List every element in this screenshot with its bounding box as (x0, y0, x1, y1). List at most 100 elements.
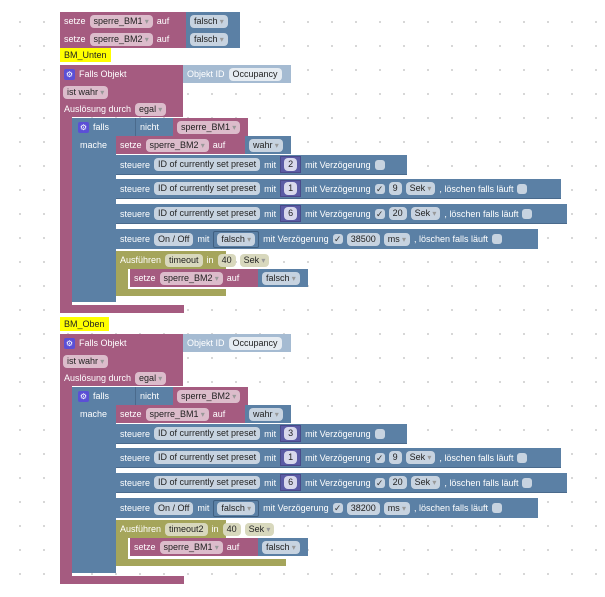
not-block[interactable]: nicht (135, 118, 173, 136)
value-block[interactable]: falsch (186, 30, 240, 48)
condition-dropdown[interactable]: ist wahr (63, 354, 109, 368)
number-block[interactable]: 6 (280, 474, 302, 491)
value-block[interactable]: falsch (258, 538, 308, 556)
target-field[interactable]: On / Off (154, 501, 194, 515)
target-field[interactable]: ID of currently set preset (154, 427, 261, 440)
timeout-name[interactable]: timeout2 (165, 522, 208, 536)
number-value[interactable]: 6 (284, 476, 298, 489)
delay-checkbox[interactable]: ✓ (374, 208, 385, 219)
target-field[interactable]: ID of currently set preset (154, 158, 261, 171)
delay-checkbox[interactable]: ✓ (374, 452, 385, 463)
set-block[interactable]: setze sperre_BM1 auf (116, 405, 245, 423)
variable-dropdown[interactable]: sperre_BM2 (89, 32, 153, 46)
number-block[interactable]: 1 (280, 449, 302, 466)
value-block[interactable]: falsch (186, 12, 240, 30)
number-value[interactable]: 1 (284, 182, 298, 195)
control-block[interactable]: steuere ID of currently set preset mit 6… (116, 204, 567, 224)
comment-label[interactable]: BM_Oben (60, 317, 109, 331)
control-block[interactable]: steuere ID of currently set preset mit 3… (116, 424, 407, 444)
control-block[interactable]: steuere On / Off mit falsch mit Verzöger… (116, 229, 538, 249)
delay-checkbox[interactable]: ✓ (332, 234, 343, 244)
number-value[interactable]: 2 (284, 158, 298, 171)
number-block[interactable]: 3 (280, 425, 302, 442)
delay-unit-dropdown[interactable]: Sek (410, 207, 441, 220)
variable-dropdown[interactable]: sperre_BM2 (177, 389, 241, 403)
set-block-sperre-bm2[interactable]: setze sperre_BM2 auf (60, 30, 186, 48)
number-block[interactable]: 6 (280, 205, 302, 222)
set-block[interactable]: setze sperre_BM1 auf (130, 538, 258, 556)
timeout-value[interactable]: 40 (217, 253, 236, 267)
object-id-value[interactable]: Occupancy (228, 67, 282, 81)
gear-icon[interactable]: ⚙ (64, 337, 75, 349)
delay-checkbox[interactable]: ✓ (332, 503, 343, 513)
clear-checkbox[interactable] (517, 452, 528, 463)
delay-value[interactable]: 38200 (346, 501, 380, 515)
target-field[interactable]: ID of currently set preset (154, 182, 261, 195)
delay-unit-dropdown[interactable]: Sek (410, 476, 441, 489)
control-block[interactable]: steuere ID of currently set preset mit 2… (116, 155, 407, 175)
boolean-dropdown[interactable]: falsch (217, 501, 256, 515)
trigger-by-dropdown[interactable]: egal (135, 102, 167, 116)
target-field[interactable]: ID of currently set preset (154, 476, 261, 489)
variable-dropdown[interactable]: sperre_BM1 (89, 14, 153, 28)
delay-value[interactable]: 9 (388, 182, 402, 195)
value-block[interactable]: wahr (245, 136, 291, 154)
target-field[interactable]: On / Off (154, 232, 194, 246)
if-block[interactable] (72, 387, 116, 573)
timeout-value[interactable]: 40 (222, 522, 241, 536)
variable-dropdown[interactable]: sperre_BM1 (159, 540, 223, 554)
object-id-block[interactable]: Objekt ID Occupancy (183, 334, 291, 352)
number-value[interactable]: 3 (284, 427, 298, 440)
number-value[interactable]: 1 (284, 451, 298, 464)
control-block[interactable]: steuere On / Off mit falsch mit Verzöger… (116, 498, 538, 518)
clear-checkbox[interactable] (492, 234, 503, 244)
target-field[interactable]: ID of currently set preset (154, 207, 261, 220)
boolean-dropdown[interactable]: wahr (249, 138, 283, 152)
number-block[interactable]: 1 (280, 180, 302, 197)
delay-unit-dropdown[interactable]: Sek (405, 451, 436, 464)
timeout-unit-dropdown[interactable]: Sek (239, 253, 270, 267)
delay-value[interactable]: 38500 (346, 232, 380, 246)
gear-icon[interactable]: ⚙ (78, 390, 89, 402)
clear-checkbox[interactable] (517, 183, 528, 194)
if-block[interactable] (72, 118, 116, 302)
variable-dropdown[interactable]: sperre_BM1 (145, 407, 209, 421)
delay-checkbox[interactable] (374, 428, 385, 439)
clear-checkbox[interactable] (492, 503, 503, 513)
delay-unit-dropdown[interactable]: ms (383, 232, 410, 246)
variable-block[interactable]: sperre_BM1 (173, 118, 248, 136)
value-block[interactable]: falsch (213, 230, 260, 248)
delay-checkbox[interactable]: ✓ (374, 183, 385, 194)
value-block[interactable]: falsch (258, 269, 308, 287)
number-value[interactable]: 6 (284, 207, 298, 220)
boolean-dropdown[interactable]: falsch (217, 232, 256, 246)
clear-checkbox[interactable] (522, 477, 533, 488)
timeout-unit-dropdown[interactable]: Sek (244, 522, 275, 536)
timeout-name[interactable]: timeout (165, 253, 203, 267)
set-block[interactable]: setze sperre_BM2 auf (130, 269, 258, 287)
clear-checkbox[interactable] (522, 208, 533, 219)
object-id-value[interactable]: Occupancy (228, 336, 282, 350)
boolean-dropdown[interactable]: falsch (190, 14, 228, 28)
delay-checkbox[interactable]: ✓ (374, 477, 385, 488)
gear-icon[interactable]: ⚙ (64, 68, 75, 80)
not-block[interactable]: nicht (135, 387, 173, 405)
delay-unit-dropdown[interactable]: ms (383, 501, 410, 515)
object-id-block[interactable]: Objekt ID Occupancy (183, 65, 291, 83)
control-block[interactable]: steuere ID of currently set preset mit 6… (116, 473, 567, 493)
variable-dropdown[interactable]: sperre_BM1 (177, 120, 241, 134)
delay-unit-dropdown[interactable]: Sek (405, 182, 436, 195)
control-block[interactable]: steuere ID of currently set preset mit 1… (116, 179, 561, 199)
value-block[interactable]: falsch (213, 499, 260, 517)
delay-checkbox[interactable] (374, 159, 385, 170)
number-block[interactable]: 2 (280, 156, 302, 173)
set-block[interactable]: setze sperre_BM2 auf (116, 136, 245, 154)
delay-value[interactable]: 9 (388, 451, 402, 464)
set-block-sperre-bm1[interactable]: setze sperre_BM1 auf (60, 12, 186, 30)
gear-icon[interactable]: ⚙ (78, 121, 89, 133)
boolean-dropdown[interactable]: falsch (262, 271, 300, 285)
delay-value[interactable]: 20 (388, 207, 407, 220)
boolean-dropdown[interactable]: wahr (249, 407, 283, 421)
variable-block[interactable]: sperre_BM2 (173, 387, 248, 405)
delay-value[interactable]: 20 (388, 476, 407, 489)
